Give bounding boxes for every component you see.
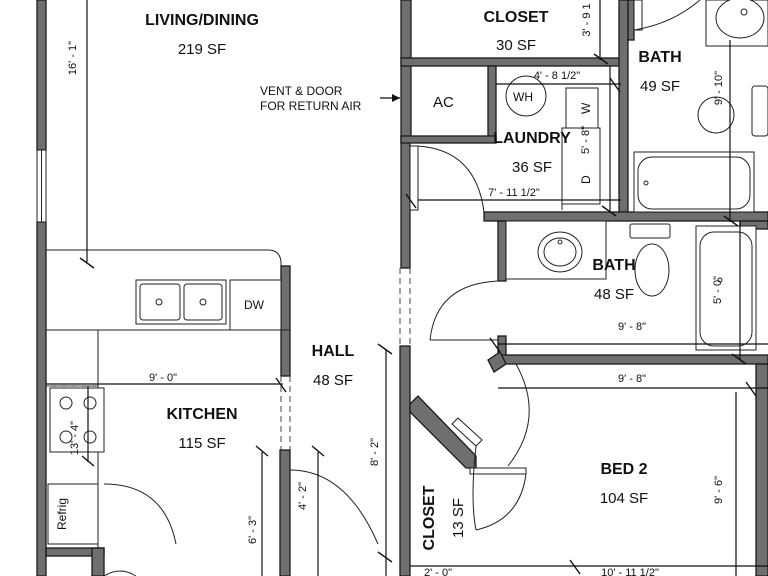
kitchen-name: KITCHEN	[166, 406, 237, 423]
range-icon	[49, 387, 105, 453]
bath-middle-fixtures	[505, 220, 757, 351]
bed2-name: BED 2	[600, 461, 647, 478]
hall-area: 48 SF	[313, 372, 353, 389]
closet-bottom-name: CLOSET	[421, 485, 438, 550]
dishwasher-label: DW	[244, 298, 265, 312]
bed2-area: 104 SF	[600, 490, 648, 507]
water-heater-label: WH	[513, 90, 533, 104]
dryer-label: D	[579, 175, 593, 184]
laundry-area: 36 SF	[512, 159, 552, 176]
bath-upper-area: 49 SF	[640, 78, 680, 95]
kitchen-area: 115 SF	[178, 435, 225, 452]
walls	[36, 0, 768, 576]
dim-kitchen-lower: 6' - 3"	[247, 516, 259, 544]
dim-bed2-height: 9' - 6"	[713, 476, 725, 504]
dim-laundry-width: 4' - 8 1/2"	[534, 70, 580, 82]
living-dining-area: 219 SF	[178, 41, 226, 58]
bath-upper-name: BATH	[638, 49, 681, 66]
closet-bottom-area: 13 SF	[450, 498, 467, 538]
dim-range-depth: 13' - 4"	[69, 421, 81, 455]
dim-laundry-height: 5' - 8"	[580, 126, 592, 154]
ac-label: AC	[433, 94, 454, 111]
dim-hall-height: 8' - 2"	[369, 438, 381, 466]
dim-bed2-width-top: 9' - 8"	[618, 373, 646, 385]
refrigerator-icon	[47, 483, 99, 545]
washer-label: W	[579, 102, 593, 114]
kitchen-sink-icon	[135, 279, 227, 325]
bath-middle-name: BATH	[592, 257, 635, 274]
dim-bed2-width-bottom: 10' - 11 1/2"	[601, 567, 659, 576]
bath-upper-fixtures	[633, 0, 768, 213]
laundry-name: LAUNDRY	[493, 130, 571, 147]
dim-kitchen-width: 9' - 0"	[149, 372, 177, 384]
dim-laundry-length: 7' - 11 1/2"	[488, 187, 540, 199]
closet-top-name: CLOSET	[484, 9, 549, 26]
washer-icon	[565, 87, 599, 129]
dim-bath-upper-height: 9' - 10"	[713, 71, 725, 105]
water-heater-icon	[505, 75, 547, 117]
dim-bath-middle-width: 9' - 8"	[618, 321, 646, 333]
vent-note-line2: FOR RETURN AIR	[260, 99, 362, 113]
dim-hall-width: 4' - 2"	[297, 482, 309, 510]
hall-name: HALL	[312, 343, 355, 360]
refrigerator-label: Refrig	[55, 498, 69, 530]
bath-middle-area: 48 SF	[594, 286, 634, 303]
dim-living-height: 16' - 1"	[67, 41, 79, 75]
living-dining-name: LIVING/DINING	[145, 12, 259, 29]
vent-note-line1: VENT & DOOR	[260, 84, 343, 98]
closet-top-area: 30 SF	[496, 37, 536, 54]
dryer-icon	[561, 127, 601, 205]
dim-closet-top-height: 3' - 9 1	[581, 3, 593, 36]
dishwasher-icon	[229, 279, 282, 331]
dim-closet-bottom-width: 2' - 0"	[424, 567, 452, 576]
dimension-lines	[46, 0, 768, 576]
dim-bath-middle-height: 5' - 0"	[712, 276, 724, 304]
dashed-openings	[46, 268, 411, 450]
